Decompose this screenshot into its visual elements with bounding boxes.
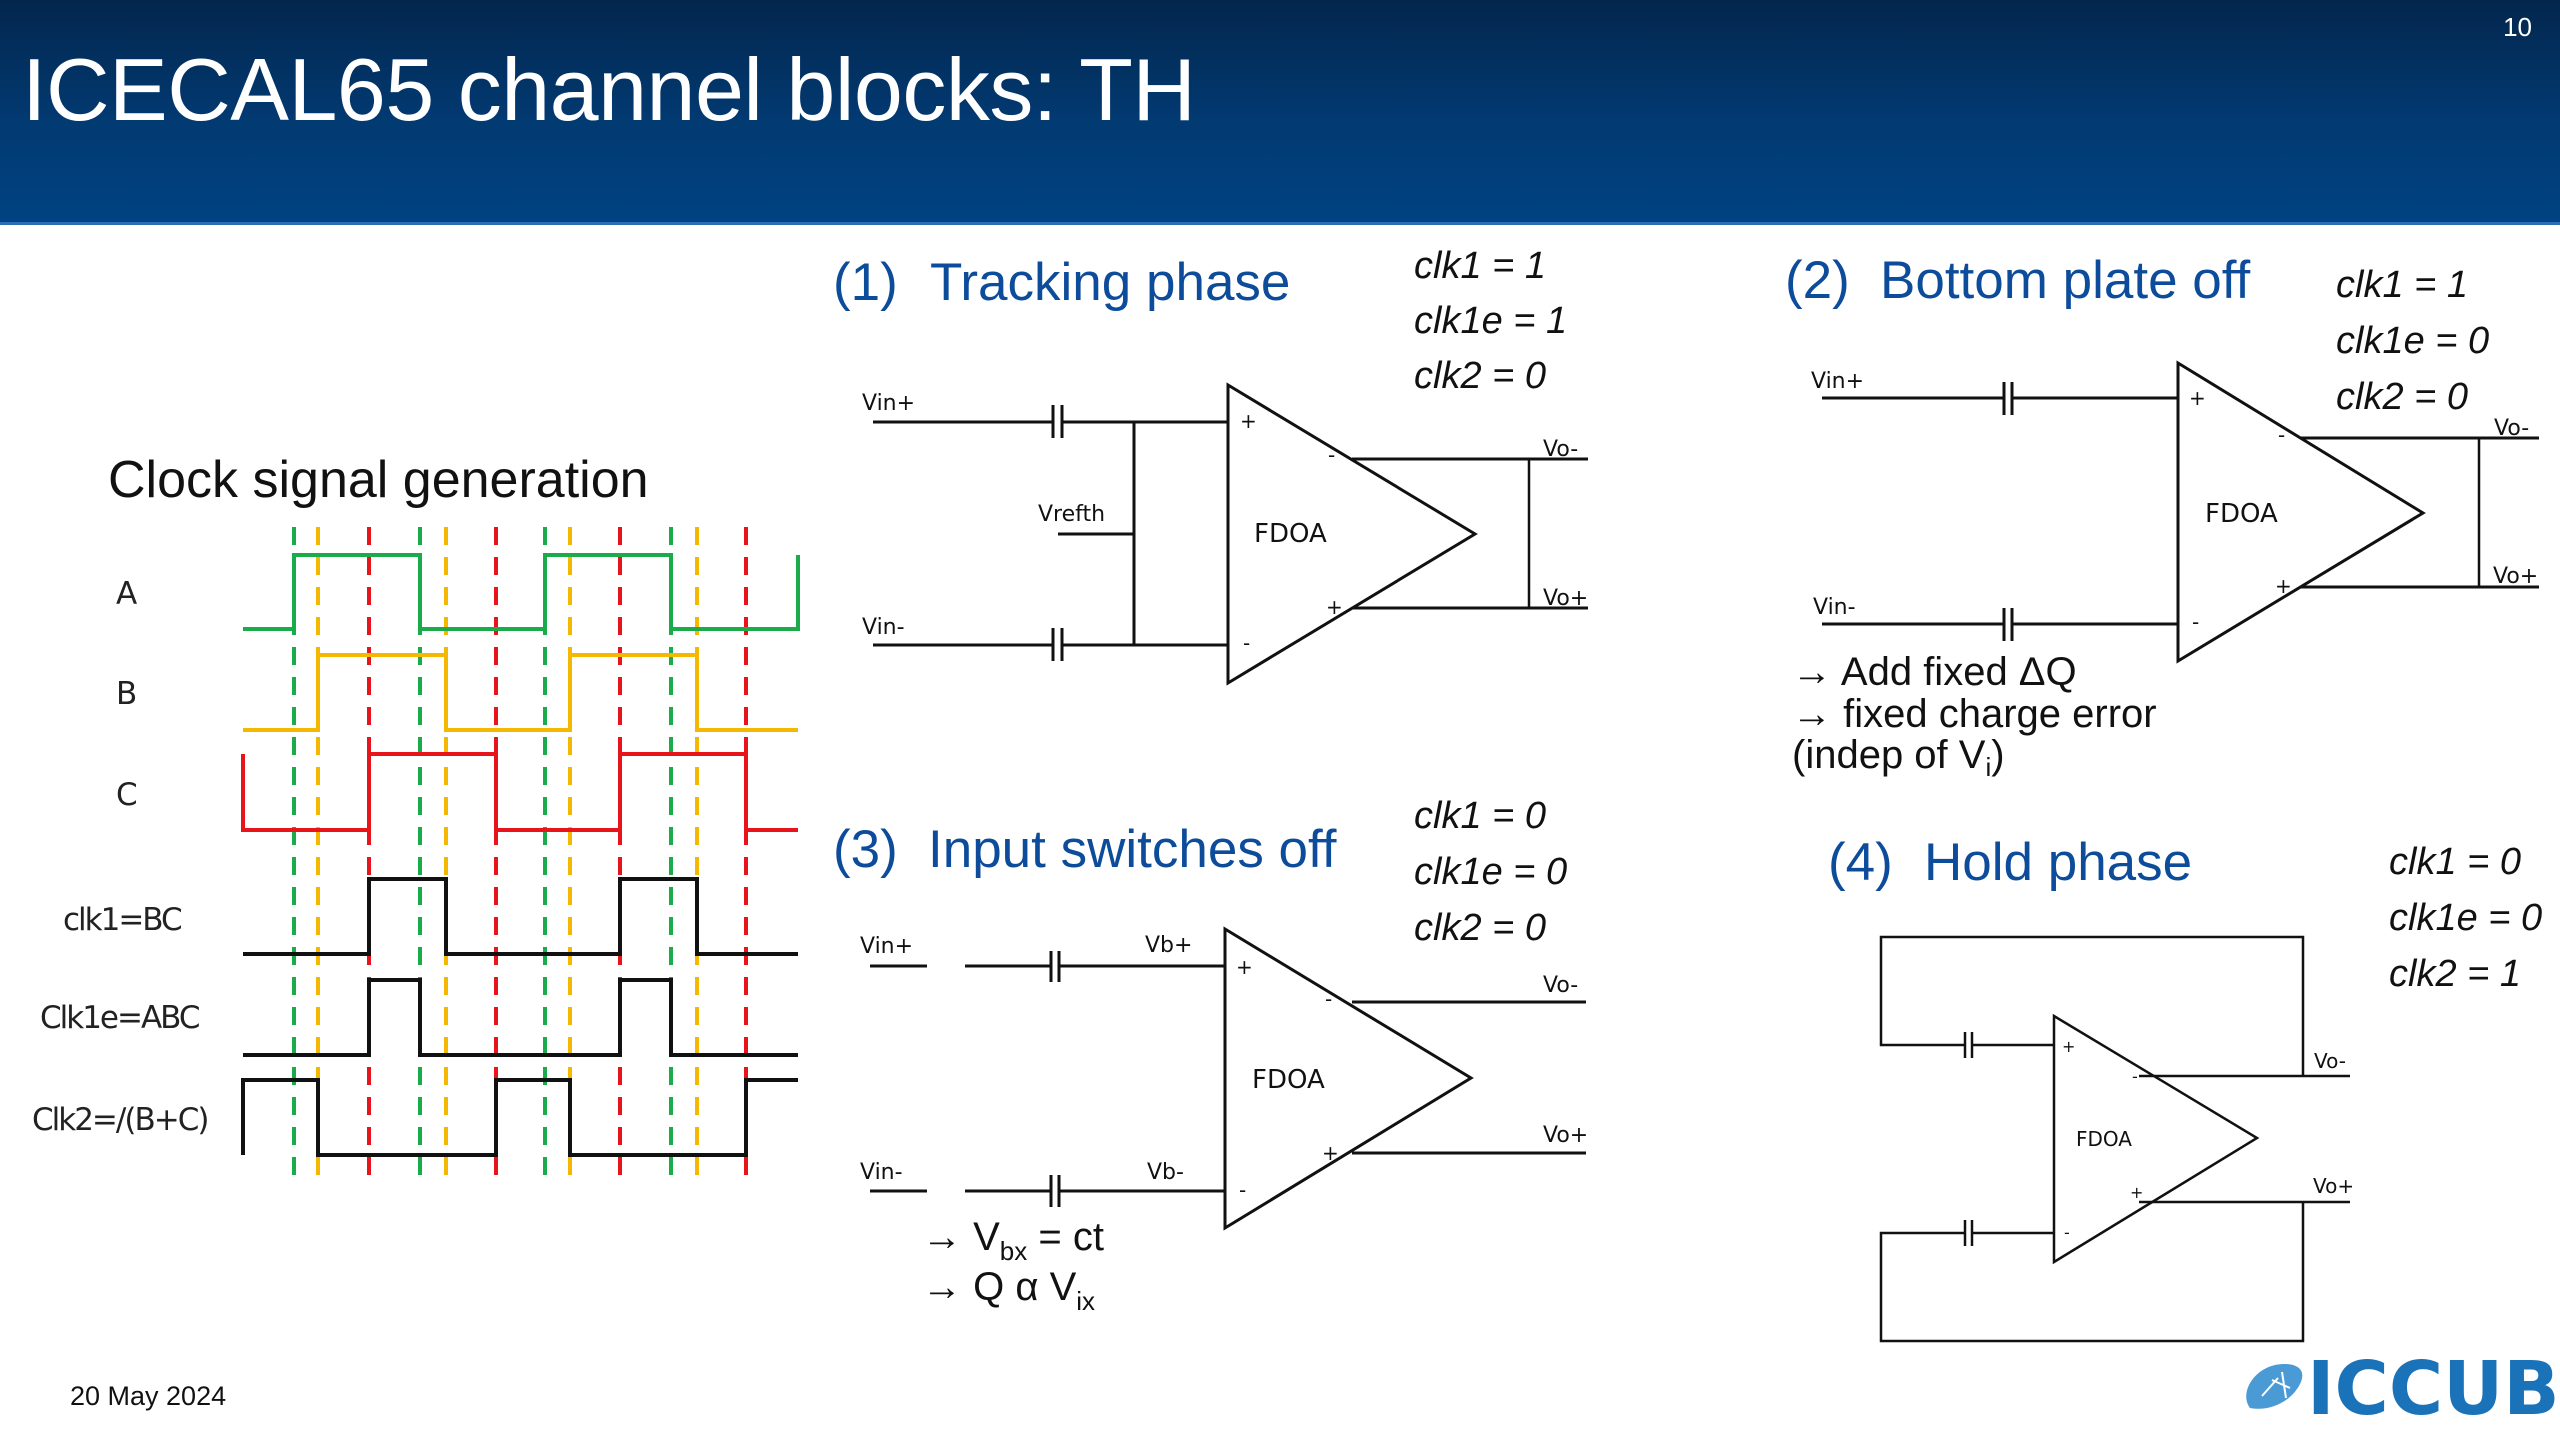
panel-4-fdoa-label: FDOA — [2076, 1127, 2132, 1151]
slide-date: 20 May 2024 — [70, 1381, 227, 1411]
panel-1-fdoa-label: FDOA — [1254, 519, 1327, 549]
panel-3-vin-plus-label: Vin+ — [860, 934, 913, 959]
panel-4-number: (4) — [1828, 833, 1893, 892]
panel-3-vin-minus-label: Vin- — [860, 1160, 903, 1185]
waveform-a — [243, 553, 800, 631]
panel-2-note-2: → fixed charge error — [1792, 692, 2157, 736]
panel-1-clk1: clk1 = 1 — [1414, 245, 1546, 287]
svg-text:+: + — [2130, 1183, 2143, 1202]
signal-label-clk1: clk1=BC — [63, 902, 181, 938]
iccub-logo: ICCUB — [2246, 1346, 2560, 1432]
panel-2-schematic: + - - + — [1822, 360, 2539, 664]
signal-label-a: A — [116, 576, 137, 612]
panel-hold-phase: (4) Hold phase clk1 = 0 clk1e = 0 clk2 =… — [1828, 833, 2542, 1343]
iccub-swoosh-icon — [2246, 1364, 2303, 1409]
svg-text:-: - — [1239, 1178, 1246, 1202]
timing-guides — [292, 527, 748, 1182]
amplifier-icon — [1223, 926, 1474, 1231]
svg-text:+: + — [1236, 955, 1253, 979]
waveform-b — [243, 653, 798, 732]
svg-text:+: + — [1322, 1141, 1339, 1165]
amplifier-icon — [2176, 360, 2426, 664]
slide-header: ICECAL65 channel blocks: TH 10 — [0, 0, 2560, 225]
panel-4-clk1e: clk1e = 0 — [2389, 897, 2542, 939]
panel-tracking-phase: (1) Tracking phase clk1 = 1 clk1e = 1 cl… — [833, 245, 1588, 686]
waveform-clk2 — [241, 1078, 798, 1157]
panel-3-title: Input switches off — [928, 820, 1337, 879]
panel-bottom-plate-off: (2) Bottom plate off clk1 = 1 clk1e = 0 … — [1785, 251, 2539, 782]
panel-1-vin-minus-label: Vin- — [862, 615, 905, 640]
panel-3-clk1e: clk1e = 0 — [1414, 851, 1567, 893]
panel-3-clk1: clk1 = 0 — [1414, 795, 1546, 837]
panel-3-note-1: → Vbx = ct — [922, 1215, 1104, 1266]
signal-label-c: C — [116, 777, 138, 813]
panel-2-number: (2) — [1785, 251, 1850, 310]
panel-3-fdoa-label: FDOA — [1252, 1065, 1325, 1095]
signal-label-clk1e: Clk1e=ABC — [40, 1000, 199, 1036]
svg-text:-: - — [2064, 1223, 2070, 1242]
svg-text:-: - — [1325, 987, 1332, 1011]
panel-3-vo-plus-label: Vo+ — [1543, 1123, 1588, 1148]
clock-diagram-title: Clock signal generation — [108, 451, 649, 509]
panel-2-clk1: clk1 = 1 — [2336, 264, 2468, 306]
panel-2-clk2: clk2 = 0 — [2336, 376, 2468, 418]
panel-1-vrefth-label: Vrefth — [1038, 502, 1105, 527]
svg-text:+: + — [1240, 409, 1257, 433]
panel-input-switches-off: (3) Input switches off clk1 = 0 clk1e = … — [833, 795, 1588, 1316]
clock-diagram: Clock signal generation A B C clk1=BC Cl… — [32, 451, 800, 1182]
svg-text:-: - — [2278, 423, 2285, 447]
panel-4-schematic: + - - + — [1879, 935, 2350, 1343]
panel-1-clk1e: clk1e = 1 — [1414, 300, 1567, 342]
panel-3-note-2: → Q α Vix — [922, 1265, 1095, 1316]
panel-3-number: (3) — [833, 820, 898, 879]
svg-text:+: + — [2275, 574, 2292, 598]
panel-4-clk2: clk2 = 1 — [2389, 953, 2521, 995]
panel-1-clk2: clk2 = 0 — [1414, 355, 1546, 397]
signal-label-clk2: Clk2=/(B+C) — [32, 1102, 207, 1138]
panel-4-title: Hold phase — [1924, 833, 2192, 892]
panel-2-title: Bottom plate off — [1880, 251, 2251, 310]
iccub-logo-text: ICCUB — [2307, 1346, 2560, 1432]
panel-3-vo-minus-label: Vo- — [1543, 973, 1578, 998]
panel-3-clk2: clk2 = 0 — [1414, 907, 1546, 949]
page-number: 10 — [2503, 12, 2532, 42]
waveform-c — [241, 752, 798, 832]
panel-4-vo-plus-label: Vo+ — [2313, 1174, 2354, 1198]
panel-4-vo-minus-label: Vo- — [2314, 1049, 2346, 1073]
panel-3-schematic: + - - + — [870, 926, 1586, 1231]
panel-1-schematic: + - - + — [873, 382, 1588, 686]
amplifier-icon — [1226, 382, 1478, 686]
svg-text:-: - — [2132, 1067, 2138, 1086]
waveform-clk1 — [243, 877, 798, 956]
panel-1-vin-plus-label: Vin+ — [862, 391, 915, 416]
panel-1-number: (1) — [833, 253, 898, 312]
panel-2-vin-plus-label: Vin+ — [1811, 369, 1864, 394]
slide-title: ICECAL65 channel blocks: TH — [22, 40, 1196, 139]
panel-2-vin-minus-label: Vin- — [1813, 595, 1856, 620]
panel-3-vb-plus-label: Vb+ — [1145, 933, 1192, 958]
panel-4-clk1: clk1 = 0 — [2389, 841, 2521, 883]
panel-3-vb-minus-label: Vb- — [1147, 1160, 1184, 1185]
waveform-clk1e — [243, 978, 798, 1057]
svg-text:-: - — [1328, 443, 1335, 467]
signal-label-b: B — [116, 676, 137, 712]
svg-text:+: + — [2189, 386, 2206, 410]
svg-text:-: - — [2192, 610, 2199, 634]
svg-text:+: + — [1326, 595, 1343, 619]
panel-2-vo-plus-label: Vo+ — [2493, 564, 2538, 589]
svg-text:+: + — [2062, 1037, 2075, 1056]
panel-1-title: Tracking phase — [930, 253, 1290, 312]
timing-waveforms — [241, 553, 800, 1157]
panel-2-note-1: → Add fixed ΔQ — [1792, 650, 2077, 694]
panel-2-fdoa-label: FDOA — [2205, 499, 2278, 529]
svg-text:-: - — [1243, 631, 1250, 655]
panel-2-note-3: (indep of Vi) — [1792, 733, 2005, 782]
panel-2-clk1e: clk1e = 0 — [2336, 320, 2489, 362]
